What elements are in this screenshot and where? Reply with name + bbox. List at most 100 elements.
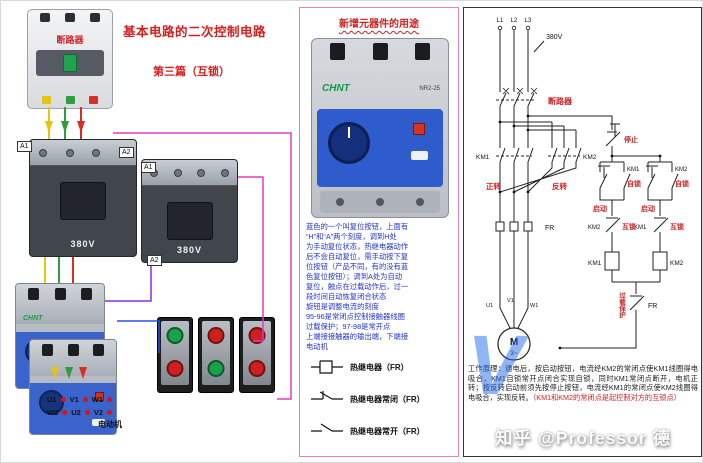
reset-button	[411, 151, 428, 160]
push-button-unit-1	[157, 317, 193, 393]
middle-panel: 新增元器件的用途 CHNT NR2-25 蓝色的一个叫复位按钮，上面有 “H”和…	[299, 7, 459, 457]
phase-label-l2: L2	[511, 18, 518, 24]
junction-dots	[498, 114, 662, 350]
main-circuit-lines	[495, 30, 582, 329]
relay-brand: CHNT	[322, 83, 350, 94]
terminal-label: W2	[47, 408, 59, 417]
motor-terminal-u1: U1	[486, 303, 493, 309]
wire-tag: A1	[17, 141, 32, 152]
thermal-relay-2-dial	[39, 390, 64, 416]
thermal-relay-2-reset-button	[92, 419, 105, 426]
breaker-bottom-terminals	[42, 96, 98, 104]
motor-symbol	[497, 327, 531, 361]
red-button	[248, 360, 266, 377]
interlock-label-2: 互锁	[670, 222, 684, 231]
motor-terminal-v1: V1	[507, 298, 514, 304]
thermal-relay-1-posts	[28, 288, 92, 300]
selflock-label-2: 自锁	[675, 179, 689, 188]
control-wires	[105, 132, 292, 400]
principle-black-text: 工作原理：通电后，按启动按钮，电流经KM2的常闭点使KM1线圈得电吸合，KM1自…	[468, 364, 698, 402]
contactor-2-voltage: 380V	[176, 245, 203, 255]
fr-main-label: FR	[545, 225, 554, 232]
middle-panel-title: 新增元器件的用途	[300, 15, 458, 30]
thermal-relay-2-top	[30, 340, 116, 376]
fr-control-label: FR	[648, 303, 657, 310]
symbol-row-nc: 热继电器常闭（FR）	[310, 390, 425, 408]
middle-title-text: 新增元器件的用途	[339, 19, 419, 30]
terminal-dot	[82, 397, 88, 402]
km1-interlock-contact-label: KM1	[634, 225, 647, 231]
test-button	[413, 123, 425, 135]
motor-label: 电动机	[98, 420, 122, 429]
motor-terminal-row-1: U1 V1 W1	[47, 395, 113, 404]
heater-symbol-icon	[311, 360, 343, 374]
thermal-relay-2-posts	[42, 344, 104, 356]
thermal-relay-2-test-button	[95, 392, 104, 402]
push-button-unit-2	[198, 317, 234, 393]
motor-type-label: 3~	[510, 350, 518, 357]
relay-front-panel	[317, 109, 443, 187]
wire-tag: A1	[141, 162, 156, 173]
km1-coil-label: KM1	[588, 260, 602, 267]
km2-coil-label: KM2	[670, 260, 684, 267]
control-circuit-lines	[528, 40, 679, 349]
terminal-label: V1	[69, 395, 79, 404]
relay-posts	[330, 43, 430, 60]
contactor-2-photo: 380V	[141, 159, 238, 263]
wire-arrows	[45, 121, 87, 379]
terminal-dot	[60, 397, 66, 402]
schematic-panel: L1 L2 L3 380V 断路器 KM1 KM2 正转 反转 FR U1 V1…	[463, 7, 702, 457]
nc-contact-icon	[311, 391, 343, 400]
voltage-label: 380V	[546, 34, 563, 41]
schematic-drawing: L1 L2 L3 380V 断路器 KM1 KM2 正转 反转 FR U1 V1…	[476, 18, 689, 361]
contactor-1-core	[60, 182, 106, 220]
terminal-dot	[107, 410, 113, 415]
breaker-panel	[36, 50, 104, 76]
km2-contact-label: KM2	[583, 154, 597, 161]
breaker-top-terminals	[40, 13, 100, 22]
principle-red-text: （KM1和KM2的常闭点是起控制对方的互锁点）	[532, 392, 681, 402]
page-subtitle: 第三篇（互锁）	[153, 66, 230, 78]
wire-tag: A2	[147, 255, 162, 266]
red-button	[248, 327, 266, 344]
terminal-dot	[107, 397, 113, 402]
start-label-1: 启动	[593, 204, 607, 213]
symbol-row-heater: 热继电器（FR）	[310, 358, 409, 376]
contactor-1-voltage: 380V	[70, 239, 96, 249]
contactor-2-core	[166, 202, 213, 240]
breaker-label: 断路器	[548, 96, 573, 106]
terminal-dot	[62, 410, 68, 415]
green-button	[166, 327, 184, 344]
symbol-label: 热继电器常闭（FR）	[350, 394, 425, 404]
symbol-label: 热继电器（FR）	[350, 362, 409, 372]
phase-label-l3: L3	[525, 18, 532, 24]
km2-selflock-contact-label: KM2	[675, 167, 688, 173]
forward-label: 正转	[486, 181, 501, 191]
breaker-label: 断路器	[56, 35, 84, 45]
overload-label: 过载保护	[618, 291, 627, 320]
phase-label-l1: L1	[497, 18, 504, 24]
thermal-relay-2-panel	[30, 383, 116, 434]
relay-model: NR2-25	[419, 86, 440, 92]
thermal-relay-photo-2	[29, 339, 117, 435]
symbol-label: 热继电器常开（FR）	[350, 426, 425, 436]
terminal-label: U1	[47, 395, 57, 404]
interlock-label-1: 互锁	[622, 222, 636, 231]
selflock-label-1: 自锁	[627, 179, 641, 188]
thermal-relay-1-brand: CHNT	[23, 314, 43, 322]
red-button	[207, 327, 225, 344]
contactor-2-terminals	[142, 160, 237, 186]
relay-description: 蓝色的一个叫复位按钮，上面有 “H”和“A”两个刻度，调到H处 为手动复位状态，…	[306, 222, 409, 351]
relay-bottom-terminals	[320, 191, 440, 213]
thermal-relay-photo-large: CHNT NR2-25	[311, 38, 449, 218]
wiring-overlay	[44, 107, 292, 400]
thermal-relay-1-top: CHNT	[16, 284, 104, 324]
push-button-station	[157, 317, 275, 393]
breaker-toggle	[63, 54, 77, 72]
page-title: 基本电路的二次控制电路	[123, 25, 267, 39]
symbol-row-no: 热继电器常开（FR）	[310, 422, 425, 440]
start-label-2: 启动	[641, 204, 655, 213]
terminal-dot	[84, 410, 90, 415]
reverse-label: 反转	[552, 181, 567, 191]
